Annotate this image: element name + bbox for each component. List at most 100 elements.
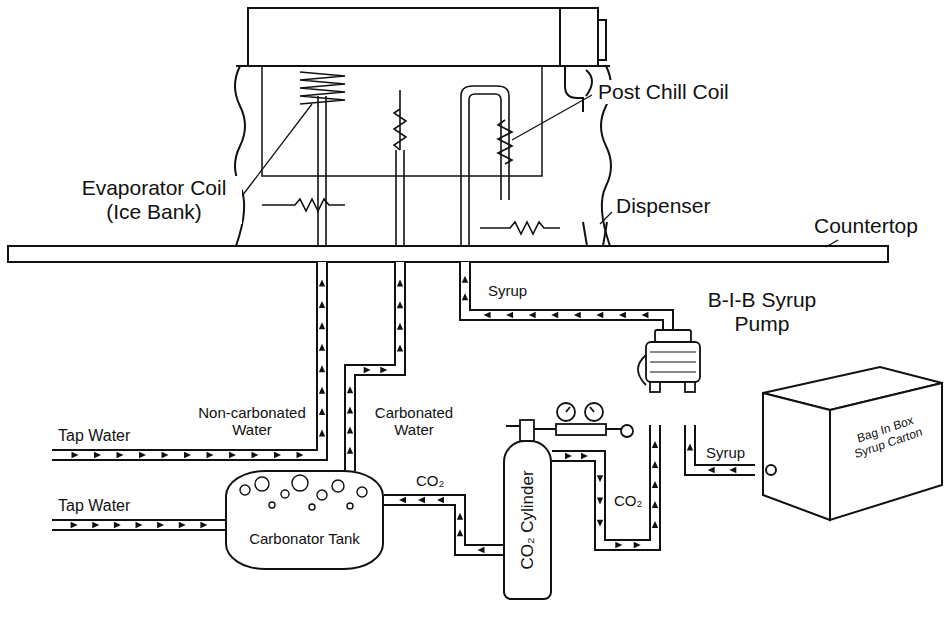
water-pipe	[462, 262, 668, 331]
flow-arrow	[652, 461, 658, 468]
node-text: Carbonator Tank	[227, 472, 382, 547]
pipe-connector	[690, 425, 755, 470]
flow-arrow	[506, 312, 513, 318]
water-pipe	[347, 262, 403, 471]
flow-arrow	[597, 520, 603, 527]
flow-arrow	[94, 452, 101, 458]
carton-outline	[755, 365, 945, 525]
flow-arrow	[364, 367, 371, 373]
flow-arrow	[319, 430, 325, 437]
flow-arrow	[72, 452, 79, 458]
flow-arrow	[641, 312, 648, 318]
resistor-symbol	[480, 222, 560, 234]
node-text: CO₂ Cylinder	[518, 470, 538, 569]
flow-arrow	[139, 452, 146, 458]
flow-label: Tap Water	[56, 427, 132, 445]
dispenser-head	[248, 8, 598, 66]
part-label: Countertop	[812, 214, 920, 238]
flow-label: Non-carbonated Water	[188, 404, 316, 439]
flow-arrow	[457, 529, 463, 536]
flow-arrow	[652, 441, 658, 448]
flow-arrow	[380, 367, 387, 373]
flow-label: Syrup	[486, 282, 529, 299]
flow-arrow	[319, 344, 325, 351]
carbonator-tank: Carbonator Tank	[225, 470, 384, 570]
flow-arrow	[729, 467, 736, 473]
bubble	[281, 490, 289, 498]
pump-fitting	[685, 382, 695, 392]
pipe-bore	[465, 262, 668, 331]
edge-label: Syrup	[704, 444, 747, 461]
valve-handle	[506, 426, 556, 429]
flow-arrow	[574, 312, 581, 318]
flow-arrow	[297, 452, 304, 458]
flow-arrow	[462, 293, 468, 300]
leader-line	[826, 240, 838, 247]
flow-arrow	[200, 522, 207, 528]
flow-arrow	[319, 408, 325, 415]
flow-arrow	[71, 522, 78, 528]
flow-arrow	[397, 344, 403, 351]
flow-arrow	[484, 312, 491, 318]
pump-bracket	[638, 355, 646, 385]
pump-fitting	[650, 382, 660, 392]
flow-arrow	[319, 279, 325, 286]
flow-arrow	[708, 467, 715, 473]
flow-label: Tap Water	[56, 497, 132, 515]
flow-arrow	[437, 497, 444, 503]
flow-arrow	[117, 452, 124, 458]
regulator-body	[556, 424, 606, 435]
water-pipe	[52, 262, 325, 458]
leader-lines	[242, 95, 838, 247]
flow-arrow	[114, 522, 121, 528]
flow-arrow	[397, 280, 403, 287]
flow-arrow	[652, 501, 658, 508]
cup	[583, 222, 607, 246]
flow-arrow	[207, 452, 214, 458]
bubble	[357, 487, 367, 497]
cylinder-valve	[520, 420, 534, 441]
bubble	[269, 502, 275, 508]
water-tube	[394, 90, 406, 246]
pipe	[52, 262, 322, 455]
flow-arrow	[136, 522, 143, 528]
flow-arrow	[462, 276, 468, 283]
pipe	[350, 262, 400, 471]
part-label: Post Chill Coil	[596, 80, 731, 104]
flow-arrow	[347, 406, 353, 413]
flow-arrow	[652, 481, 658, 488]
pipe-bore	[690, 425, 755, 470]
pump-body	[646, 342, 700, 382]
flow-arrow	[529, 312, 536, 318]
pipe-bore	[350, 262, 400, 471]
flow-arrow	[92, 522, 99, 528]
bubble	[332, 480, 344, 492]
flow-arrow	[347, 386, 353, 393]
flow-arrow	[418, 497, 425, 503]
co2-cylinder: CO₂ Cylinder	[503, 440, 552, 600]
flow-arrow	[319, 365, 325, 372]
flow-arrow	[478, 547, 485, 553]
lever	[586, 70, 592, 96]
pipe-bore	[552, 425, 655, 545]
flow-arrow	[596, 312, 603, 318]
pipe-connector	[384, 497, 503, 553]
flow-arrow	[347, 447, 353, 454]
flow-arrow	[397, 323, 403, 330]
bubble	[292, 475, 308, 491]
flow-arrow	[457, 513, 463, 520]
flow-arrow	[162, 452, 169, 458]
bubble	[309, 504, 315, 510]
flow-arrow	[319, 301, 325, 308]
bubble	[317, 490, 327, 500]
syrup-carton: Bag In Box Syrup Carton	[755, 365, 945, 525]
post-chill-tube	[461, 86, 509, 246]
flow-arrow	[687, 444, 693, 451]
dispenser-front	[560, 8, 606, 66]
pipe-bore	[52, 521, 225, 529]
carton-face	[763, 393, 830, 520]
bubbles	[240, 475, 367, 510]
bubble	[255, 477, 269, 491]
pipe	[52, 519, 225, 531]
